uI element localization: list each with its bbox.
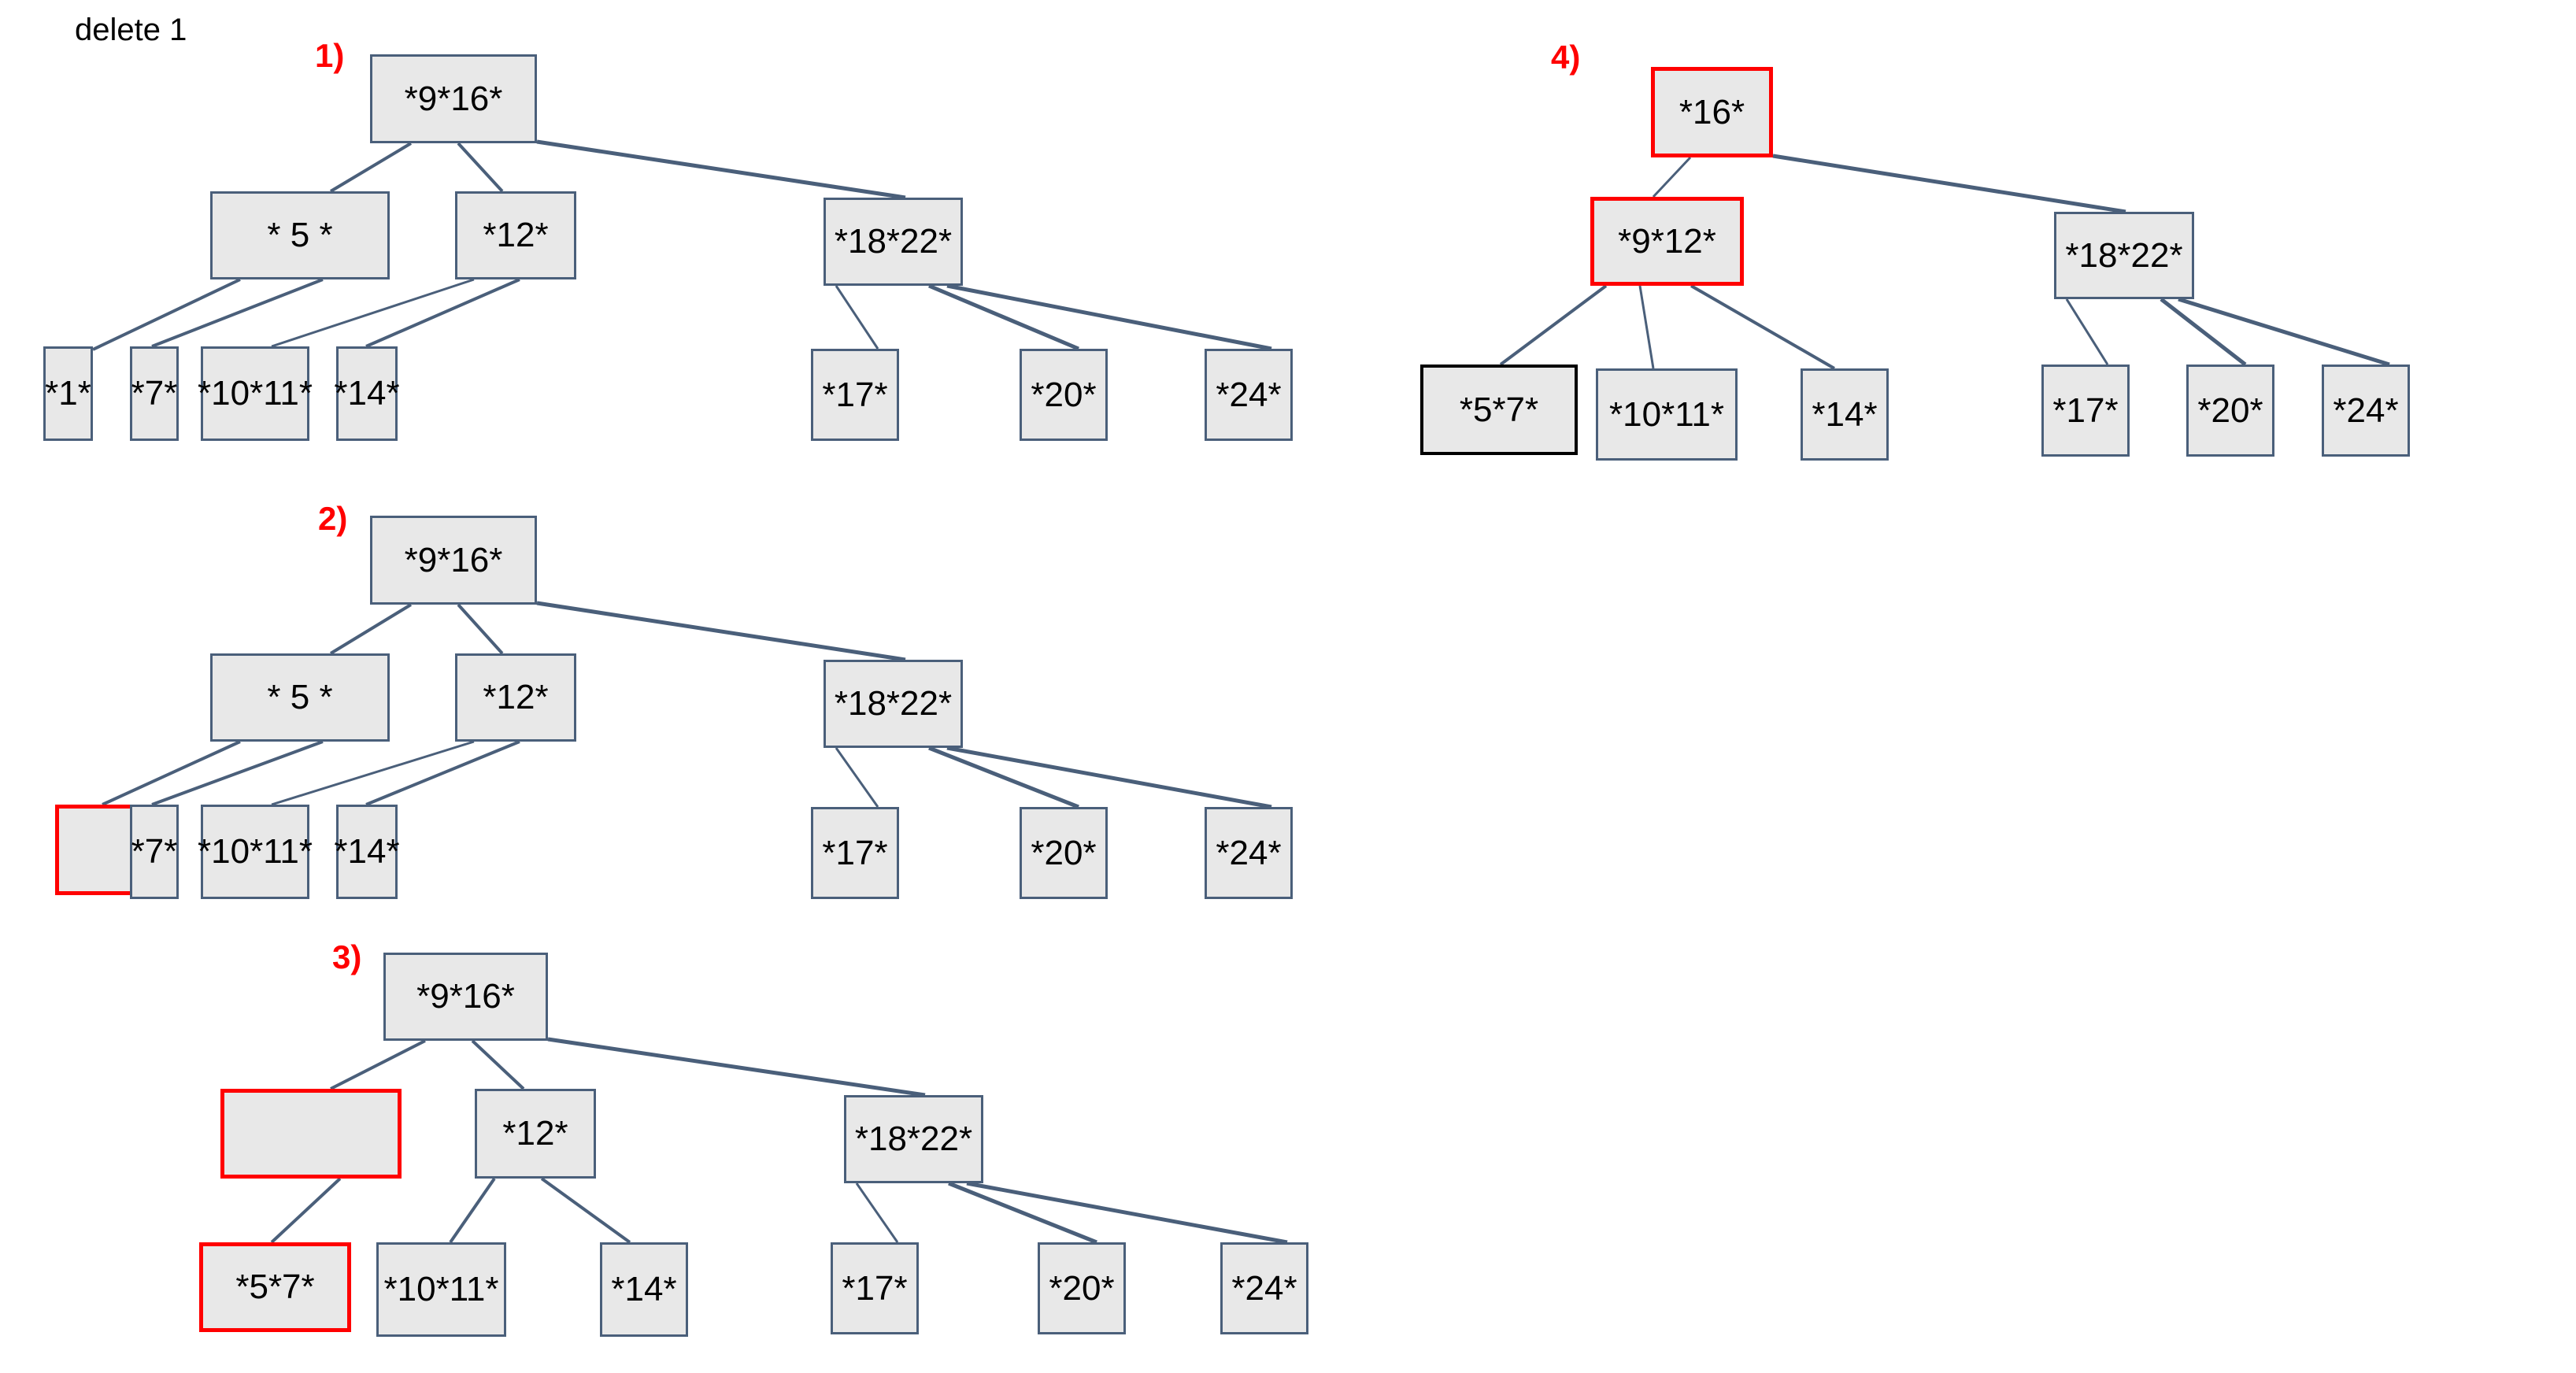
btree-node-t3-l17: *17* (831, 1242, 919, 1334)
btree-node-t1-l1011: *10*11* (198, 346, 313, 441)
btree-node-t4-l17: *17* (2041, 365, 2130, 457)
btree-node-t3-l14: *14* (600, 1242, 688, 1337)
edge-t4-n1822-to-t4-l24 (2178, 297, 2390, 367)
btree-node-t3-nempty (220, 1089, 402, 1179)
edge-t3-root-to-t3-n12 (471, 1039, 525, 1090)
btree-node-t1-l1: *1* (43, 346, 93, 441)
btree-node-t3-n12: *12* (475, 1089, 596, 1179)
edge-t2-n5-to-t2-l7 (151, 740, 324, 806)
edge-t3-n12-to-t3-l14 (540, 1177, 631, 1244)
btree-node-t3-l20: *20* (1038, 1242, 1126, 1334)
edge-t2-n1822-to-t2-l24 (946, 746, 1272, 809)
btree-node-t1-root: *9*16* (370, 54, 537, 143)
btree-node-t2-n5: * 5 * (210, 653, 390, 742)
edge-t1-root-to-t1-n1822 (536, 139, 906, 200)
btree-node-t4-l24: *24* (2322, 365, 2410, 457)
btree-node-t3-root: *9*16* (383, 953, 548, 1041)
caption-delete-1: delete 1 (75, 13, 187, 47)
edge-t1-n1822-to-t1-l17 (835, 285, 879, 350)
btree-node-t2-l7: *7* (130, 805, 179, 899)
edge-t4-n912-to-t4-l1011 (1638, 285, 1655, 369)
edge-t3-root-to-t3-n1822 (547, 1037, 926, 1097)
btree-node-t1-l7: *7* (130, 346, 179, 441)
btree-node-t2-n1822: *18*22* (824, 660, 963, 748)
edge-t4-n912-to-t4-l14 (1690, 284, 1835, 370)
edge-t4-root-to-t4-n1822 (1772, 154, 2126, 214)
btree-node-t2-root: *9*16* (370, 516, 537, 605)
btree-node-t2-n12: *12* (455, 653, 576, 742)
edge-t1-root-to-t1-n5 (329, 142, 413, 193)
edge-t1-n1822-to-t1-l24 (946, 283, 1272, 351)
btree-node-t3-l57: *5*7* (199, 1242, 351, 1332)
btree-node-t3-n1822: *18*22* (844, 1095, 983, 1183)
step-label-1: 1) (315, 37, 345, 74)
btree-node-t3-l24: *24* (1220, 1242, 1308, 1334)
btree-node-t1-l17: *17* (811, 349, 899, 441)
btree-node-t4-n912: *9*12* (1590, 197, 1744, 286)
btree-node-t4-n1822: *18*22* (2054, 212, 2194, 299)
edge-t2-n1822-to-t2-l17 (835, 747, 879, 808)
edge-t1-n1822-to-t1-l20 (928, 283, 1079, 351)
btree-node-t4-l20: *20* (2186, 365, 2274, 457)
edge-t2-root-to-t2-n5 (329, 603, 413, 655)
edge-t4-root-to-t4-n912 (1652, 156, 1692, 198)
edge-t3-n1822-to-t3-l17 (855, 1182, 899, 1243)
edge-t1-n5-to-t1-l7 (151, 278, 324, 348)
btree-node-t4-l14: *14* (1801, 368, 1889, 461)
btree-node-t4-l1011: *10*11* (1596, 368, 1738, 461)
step-label-4: 4) (1551, 39, 1581, 76)
btree-node-t1-n12: *12* (455, 191, 576, 279)
btree-node-t1-l14: *14* (334, 346, 400, 441)
step-label-3: 3) (332, 938, 362, 975)
btree-node-t1-n1822: *18*22* (824, 198, 963, 286)
edge-t3-root-to-t3-nempty (330, 1039, 426, 1090)
edge-t3-n12-to-t3-l1011 (449, 1177, 496, 1244)
btree-node-t1-l24: *24* (1205, 349, 1293, 441)
edge-t4-n1822-to-t4-l17 (2065, 298, 2109, 365)
edge-t4-n912-to-t4-l57 (1499, 284, 1608, 366)
edge-t2-root-to-t2-n12 (457, 603, 504, 655)
btree-node-t4-l57: *5*7* (1420, 365, 1578, 455)
btree-node-t2-l14: *14* (334, 805, 400, 899)
btree-node-t2-l20: *20* (1020, 807, 1108, 899)
btree-node-t2-l17: *17* (811, 807, 899, 899)
edge-t1-n12-to-t1-l14 (365, 278, 520, 348)
edge-t2-n12-to-t2-l14 (365, 740, 520, 806)
btree-node-t3-l1011: *10*11* (376, 1242, 506, 1337)
edge-t1-root-to-t1-n12 (457, 142, 504, 193)
edge-t2-n1822-to-t2-l20 (928, 746, 1079, 809)
edge-t2-root-to-t2-n1822 (536, 601, 906, 662)
btree-node-t1-l20: *20* (1020, 349, 1108, 441)
btree-node-t1-n5: * 5 * (210, 191, 390, 279)
edge-t3-nempty-to-t3-l57 (270, 1177, 342, 1244)
edge-t2-n5-to-t2-lempty (102, 740, 241, 806)
btree-node-t2-l1011: *10*11* (198, 805, 313, 899)
btree-node-t2-l24: *24* (1205, 807, 1293, 899)
edge-t3-n1822-to-t3-l20 (948, 1181, 1097, 1245)
edge-t2-n12-to-t2-l1011 (271, 740, 475, 806)
edge-t1-n5-to-t1-l1 (92, 278, 241, 351)
btree-node-t4-root: *16* (1651, 67, 1773, 157)
step-label-2: 2) (318, 500, 348, 537)
edge-t3-n1822-to-t3-l24 (966, 1181, 1288, 1245)
edge-t1-n12-to-t1-l1011 (271, 278, 475, 348)
edge-t4-n1822-to-t4-l20 (2160, 298, 2247, 366)
